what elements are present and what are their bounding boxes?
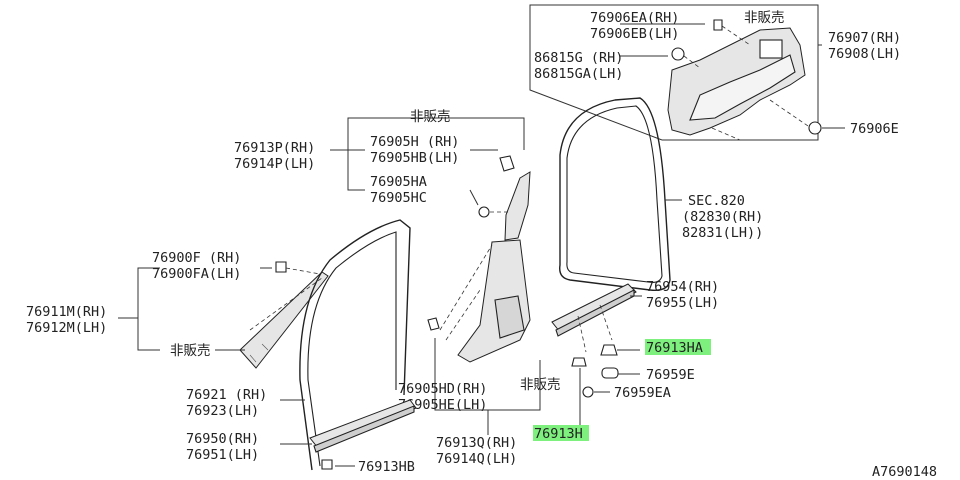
label-76913HB: 76913HB <box>358 459 415 475</box>
label-76914Q: 76914Q(LH) <box>436 451 517 467</box>
center-pillar-upper-group <box>330 117 531 241</box>
rear-quarter-trim-group <box>529 4 845 141</box>
label-76913H[interactable]: 76913H <box>534 426 583 442</box>
label-76908: 76908(LH) <box>828 46 901 62</box>
front-kick-plate[interactable] <box>309 399 417 449</box>
label-not-sold-center: 非販売 <box>520 377 561 393</box>
clip-icon-76959E <box>601 367 619 379</box>
clip-icon-76900F <box>275 261 287 273</box>
front-kick-plate-group <box>280 399 417 470</box>
label-82831: 82831(LH)) <box>682 225 763 241</box>
label-not-sold-left: 非販売 <box>170 343 211 359</box>
label-76905HA: 76905HA <box>370 174 427 190</box>
label-76921: 76921 (RH) <box>186 387 267 403</box>
label-76900FA: 76900FA(LH) <box>152 266 241 282</box>
clip-icon-76905HD <box>427 317 440 331</box>
label-76913Q: 76913Q(RH) <box>436 435 517 451</box>
clip-icon-76913HA <box>600 344 618 356</box>
trim-switch-panel <box>759 39 783 59</box>
label-76923: 76923(LH) <box>186 403 259 419</box>
front-opening-weatherstrip-group <box>280 219 411 471</box>
label-76907: 76907(RH) <box>828 30 901 46</box>
label-not-sold-top: 非販売 <box>744 10 785 26</box>
label-76951: 76951(LH) <box>186 447 259 463</box>
label-76959E: 76959E <box>646 367 695 383</box>
clip-icon-76913H <box>571 357 587 367</box>
label-76912M: 76912M(LH) <box>26 320 107 336</box>
front-pillar-group <box>118 261 329 369</box>
label-76905HC: 76905HC <box>370 190 427 206</box>
label-76900F: 76900F (RH) <box>152 250 241 266</box>
clip-icon-76906EA <box>713 19 723 31</box>
label-86815G: 86815G (RH) <box>534 50 623 66</box>
label-76950: 76950(RH) <box>186 431 259 447</box>
door-weatherstrip[interactable] <box>559 97 671 291</box>
label-sec820: SEC.820 <box>688 193 745 209</box>
clip-icon-86815G <box>671 47 685 61</box>
label-not-sold-mid: 非販売 <box>410 109 451 125</box>
center-pillar-lower-group <box>427 239 541 435</box>
label-76913HA[interactable]: 76913HA <box>646 340 703 356</box>
label-76914P: 76914P(LH) <box>234 156 315 172</box>
label-76906EB: 76906EB(LH) <box>590 26 679 42</box>
center-pillar-upper-trim[interactable] <box>504 171 531 241</box>
clip-icon-76959EA <box>582 386 594 398</box>
label-76955: 76955(LH) <box>646 295 719 311</box>
clip-icon-76906E <box>808 121 822 135</box>
highlight-76913HA <box>645 339 711 355</box>
label-76906EA: 76906EA(RH) <box>590 10 679 26</box>
label-76905H: 76905H (RH) <box>370 134 459 150</box>
label-76954: 76954(RH) <box>646 279 719 295</box>
rear-kick-plate-group <box>551 283 642 428</box>
label-76911M: 76911M(RH) <box>26 304 107 320</box>
door-weatherstrip-group <box>559 97 682 291</box>
rear-kick-plate[interactable] <box>551 283 637 333</box>
highlight-76913H <box>533 425 589 441</box>
diagram-id: A7690148 <box>872 464 937 480</box>
label-76905HB: 76905HB(LH) <box>370 150 459 166</box>
label-76906E: 76906E <box>850 121 899 137</box>
front-opening-weatherstrip[interactable] <box>299 219 411 471</box>
clip-icon-76913HB <box>321 459 333 470</box>
label-76913P: 76913P(RH) <box>234 140 315 156</box>
label-76905HE: 76905HE(LH) <box>398 397 487 413</box>
label-86815GA: 86815GA(LH) <box>534 66 623 82</box>
label-76959EA: 76959EA <box>614 385 671 401</box>
clip-icon-76905HA <box>478 206 490 218</box>
label-76905HD: 76905HD(RH) <box>398 381 487 397</box>
label-82830: (82830(RH) <box>682 209 763 225</box>
